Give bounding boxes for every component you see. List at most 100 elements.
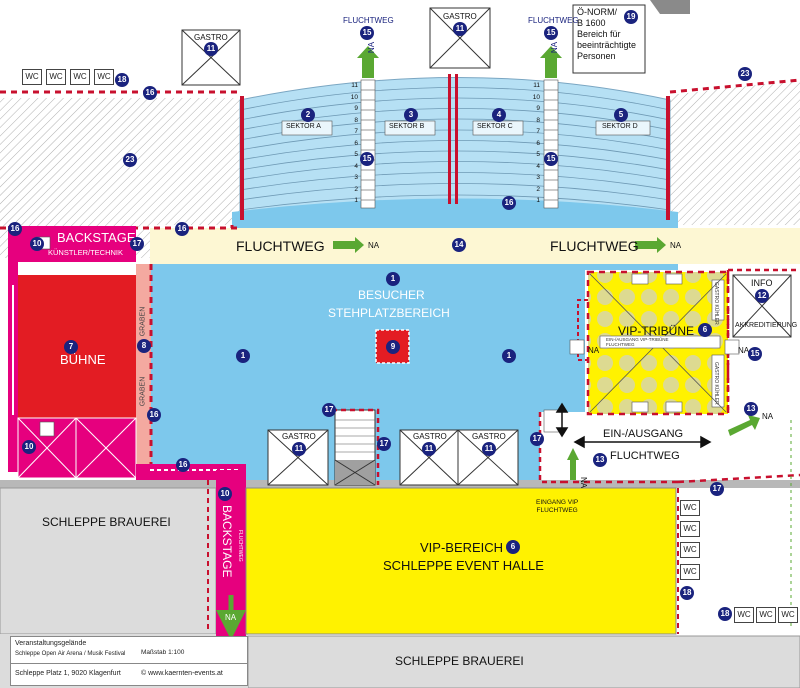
tree-shape: [650, 0, 690, 14]
legend-scale: Maßstab 1:100: [141, 649, 185, 656]
marker-13: 13: [593, 453, 607, 467]
eingang-vip-line-2: FLUCHTWEG: [536, 507, 578, 514]
oenorm-line-2: B 1600: [577, 18, 606, 28]
row-number: 6: [354, 139, 358, 147]
ein-ausgang-vip-label: EIN-/AUSGANG VIP-TRIBÜNE FLUCHTWEG: [606, 337, 669, 347]
row-number: 11: [351, 82, 358, 89]
na-label-stair-d: NA: [550, 41, 560, 54]
marker-6: 6: [506, 540, 520, 554]
oenorm-line-5: Personen: [577, 51, 616, 61]
na-label-vip-left: NA: [588, 346, 600, 355]
vip-bereich: [245, 487, 677, 635]
marker-23: 23: [123, 153, 137, 167]
graben: [136, 264, 151, 464]
ein-ausgang-vip-line-1: EIN-/AUSGANG VIP-TRIBÜNE: [606, 337, 669, 342]
marker-16: 16: [143, 86, 157, 100]
marker-12: 12: [755, 289, 769, 303]
marker-8: 8: [137, 339, 151, 353]
gastro-label-bottom-2: GASTRO: [413, 432, 447, 441]
wc-box: WC: [680, 521, 700, 537]
na-label-band-left: NA: [368, 241, 380, 250]
wc-box: WC: [756, 607, 776, 623]
marker-18: 18: [718, 607, 732, 621]
marker-18: 18: [680, 586, 694, 600]
na-label-exit: NA: [762, 412, 774, 421]
marker-17: 17: [322, 403, 336, 417]
row-number: 1: [536, 197, 540, 204]
hatched-area-left: [0, 98, 240, 258]
schleppe-brauerei-bottom-label: SCHLEPPE BRAUEREI: [395, 654, 524, 668]
row-number: 1: [354, 197, 358, 204]
marker-11: 11: [204, 42, 218, 56]
marker-6: 6: [698, 323, 712, 337]
graben-label-bottom: GRABEN: [139, 376, 147, 407]
fluchtweg-band: [150, 228, 800, 264]
row-number: 11: [533, 82, 540, 89]
row-number: 2: [354, 185, 358, 193]
legend-line-2: Schleppe Open Air Arena / Musik Festival: [15, 651, 126, 657]
na-label-band-right: NA: [670, 241, 682, 250]
marker-9: 9: [386, 340, 400, 354]
eingang-vip-label: EINGANG VIP FLUCHTWEG: [536, 499, 578, 515]
row-number: 4: [354, 162, 358, 170]
backstage-area: [8, 226, 136, 262]
marker-10: 10: [22, 440, 36, 454]
oenorm-line-1: Ö-NORM/: [577, 7, 617, 17]
fluchtweg-right-label: FLUCHTWEG: [610, 450, 680, 462]
vip-bereich-label-2: SCHLEPPE EVENT HALLE: [383, 558, 544, 573]
na-label-vip-right: NA: [738, 346, 750, 355]
marker-17: 17: [710, 482, 724, 496]
marker-15: 15: [544, 152, 558, 166]
wc-box: WC: [22, 69, 42, 85]
row-number: 7: [536, 128, 540, 135]
backstage-vertical-sub-label: FLUCHTWEG: [237, 530, 243, 562]
wc-box: WC: [70, 69, 90, 85]
marker-5: 5: [614, 108, 628, 122]
marker-16: 16: [8, 222, 22, 236]
legend-address: Schleppe Platz 1, 9020 Klagenfurt: [15, 670, 121, 677]
vip-tribune-label: VIP-TRIBÜNE: [618, 324, 695, 338]
marker-11: 11: [422, 442, 436, 456]
marker-19: 19: [624, 10, 638, 24]
ein-ausgang-vip-line-2: FLUCHTWEG: [606, 342, 635, 347]
oenorm-line-4: beeinträchtigte: [577, 40, 637, 50]
marker-4: 4: [492, 108, 506, 122]
wc-box: WC: [680, 500, 700, 516]
row-number: 8: [354, 116, 358, 124]
gastro-label-bottom-3: GASTRO: [472, 432, 506, 441]
marker-18: 18: [115, 73, 129, 87]
marker-15: 15: [360, 152, 374, 166]
wc-box: WC: [94, 69, 114, 85]
row-number: 5: [354, 151, 358, 158]
kuenstler-technik-label: KÜNSTLER/TECHNIK: [48, 248, 124, 257]
marker-11: 11: [292, 442, 306, 456]
row-number: 6: [536, 139, 540, 147]
marker-13: 13: [744, 402, 758, 416]
oenorm-note: Ö-NORM/ B 1600 Bereich für beeinträchtig…: [577, 7, 636, 62]
marker-1: 1: [386, 272, 400, 286]
row-number: 8: [536, 116, 540, 124]
besucher-label-1: BESUCHER: [358, 288, 425, 302]
marker-16: 16: [176, 458, 190, 472]
gastro-kuehler-label-top: GASTRO KÜHLER: [713, 282, 719, 325]
akkreditierung-label: AKKREDITIERUNG: [735, 322, 798, 329]
schleppe-brauerei-left-building: [0, 487, 217, 635]
fluchtweg-label-top-2: FLUCHTWEG: [528, 16, 579, 25]
eingang-vip-line-1: EINGANG VIP: [536, 499, 579, 506]
marker-17: 17: [130, 237, 144, 251]
marker-15: 15: [360, 26, 374, 40]
row-number: 4: [536, 162, 540, 170]
marker-3: 3: [404, 108, 418, 122]
buehne-label: BÜHNE: [60, 352, 106, 367]
fluchtweg-band-right-label: FLUCHTWEG: [550, 238, 639, 254]
marker-1: 1: [502, 349, 516, 363]
backstage-vertical-label: BACKSTAGE: [220, 505, 234, 578]
vip-bereich-label-1: VIP-BEREICH: [420, 540, 504, 555]
schleppe-brauerei-left-label: SCHLEPPE BRAUEREI: [42, 515, 171, 529]
gastro-kuehler-label-bottom: GASTRO KÜHLER: [713, 362, 719, 405]
marker-16: 16: [175, 222, 189, 236]
marker-17: 17: [377, 437, 391, 451]
row-number: 3: [536, 174, 540, 181]
